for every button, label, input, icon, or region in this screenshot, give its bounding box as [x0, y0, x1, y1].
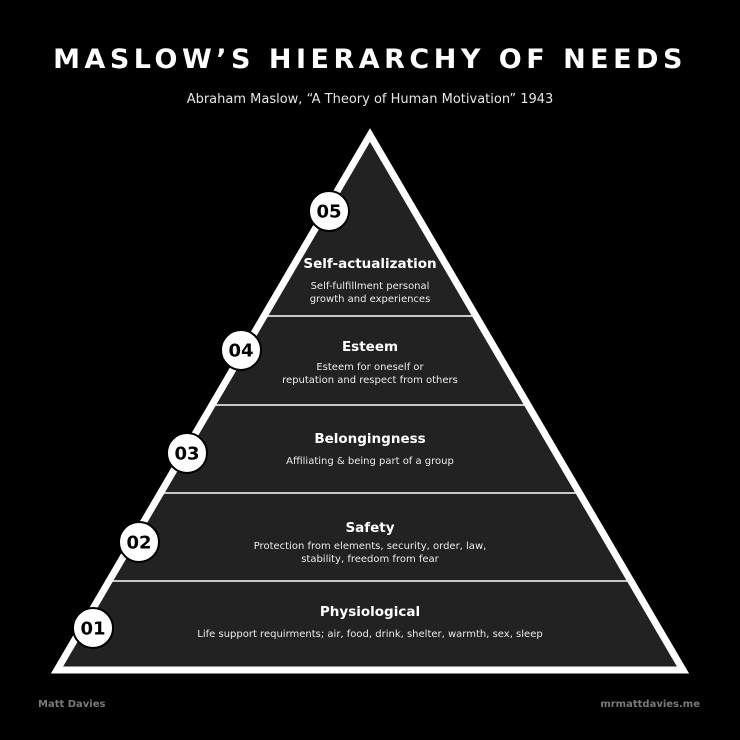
badge-circle — [308, 190, 350, 232]
website-credit: mrmattdavies.me — [600, 699, 700, 710]
level-description-safety: Protection from elements, security, orde… — [254, 541, 487, 552]
badge-circle — [166, 432, 208, 474]
level-description-esteem: Esteem for oneself or — [316, 362, 424, 373]
level-description-self-actualization: growth and experiences — [310, 294, 431, 305]
badge-number: 02 — [126, 533, 151, 554]
level-badge-03: 03 — [166, 432, 208, 474]
badge-circle — [72, 607, 114, 649]
badge-circle — [220, 329, 262, 371]
level-description-belongingness: Affiliating & being part of a group — [286, 456, 454, 467]
level-name-safety: Safety — [345, 520, 394, 536]
level-name-physiological: Physiological — [320, 604, 420, 620]
author-credit: Matt Davies — [38, 699, 106, 710]
level-badges: 05 04 03 02 01 — [72, 190, 350, 649]
badge-number: 01 — [80, 619, 105, 640]
level-name-esteem: Esteem — [342, 339, 398, 355]
level-name-self-actualization: Self-actualization — [303, 256, 436, 272]
level-badge-01: 01 — [72, 607, 114, 649]
level-dividers — [111, 315, 629, 582]
pyramid-outline — [50, 128, 690, 674]
level-name-belongingness: Belongingness — [314, 431, 425, 447]
diagram-subtitle: Abraham Maslow, “A Theory of Human Motiv… — [186, 92, 554, 107]
badge-number: 04 — [228, 341, 253, 362]
level-badge-05: 05 — [308, 190, 350, 232]
diagram-title: MASLOW’S HIERARCHY OF NEEDS — [53, 44, 687, 75]
level-description-esteem: reputation and respect from others — [282, 375, 458, 386]
badge-circle — [118, 521, 160, 563]
badge-number: 05 — [316, 202, 341, 223]
badge-number: 03 — [174, 444, 199, 465]
level-badge-04: 04 — [220, 329, 262, 371]
level-description-self-actualization: Self-fulfillment personal — [311, 281, 430, 292]
level-description-safety: stability, freedom from fear — [301, 554, 439, 565]
level-description-physiological: Life support requirments; air, food, dri… — [197, 629, 542, 640]
level-badge-02: 02 — [118, 521, 160, 563]
